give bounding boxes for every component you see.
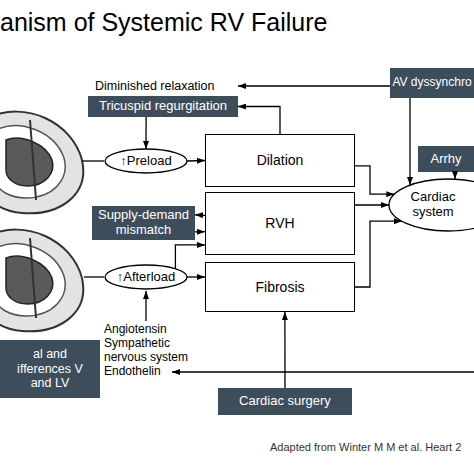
node-text: RVH — [265, 215, 294, 231]
connector-arrow — [187, 276, 205, 277]
process-box: Fibrosis — [205, 262, 355, 312]
source-caption: Adapted from Winter M M et al. Heart 2 — [270, 441, 461, 453]
connector-arrow — [195, 231, 205, 232]
node-text: Fibrosis — [255, 279, 304, 295]
node-text: AV dyssynchro — [392, 76, 471, 90]
heart-illustration — [0, 112, 83, 214]
node-text: Cardiac system — [398, 190, 468, 220]
node-text: ↑Preload — [120, 154, 171, 169]
connector-arrow — [238, 107, 280, 135]
node-text: Cardiac surgery — [239, 394, 331, 409]
leader-line — [84, 276, 104, 277]
connector-arrow — [355, 221, 402, 287]
connector-arrow — [145, 117, 146, 149]
arrow-note: Diminished relaxation — [95, 79, 235, 93]
factor-list: Angiotensin Sympathetic nervous system E… — [104, 322, 204, 378]
factor-box: Arrhy — [418, 146, 474, 172]
connector-arrow — [355, 204, 389, 205]
heart-illustration — [0, 230, 83, 332]
connector-arrow — [187, 160, 205, 162]
diagram-title: anism of Systemic RV Failure — [0, 8, 327, 37]
factor-box: Cardiac surgery — [218, 388, 352, 415]
leader-line — [82, 160, 104, 161]
process-box: Dilation — [205, 134, 355, 187]
node-text: Supply-demand mismatch — [92, 208, 195, 238]
factor-arrow — [145, 291, 146, 321]
ellipse-shape — [105, 149, 187, 173]
connector-arrow — [175, 245, 205, 269]
connector-arrow — [454, 172, 455, 179]
factor-box: Tricuspid regurgitation — [88, 96, 238, 117]
node-text: ↑Afterload — [117, 270, 176, 285]
node-text: Arrhy — [430, 152, 461, 167]
node-text: al and ifferences V and LV — [14, 347, 86, 390]
outcome-ellipse: Cardiac system — [388, 178, 474, 232]
load-ellipse: ↑Preload — [104, 148, 188, 174]
factor-box: Supply-demand mismatch — [92, 206, 195, 240]
factor-box: AV dyssynchro — [390, 68, 474, 98]
ellipse-shape — [389, 179, 474, 231]
load-ellipse: ↑Afterload — [104, 264, 188, 290]
ellipse-shape — [105, 265, 187, 289]
connector-arrow — [355, 166, 394, 194]
node-text: Tricuspid regurgitation — [99, 99, 227, 114]
connector-arrow — [284, 312, 285, 388]
feedback-arrow — [238, 85, 390, 86]
node-text: Dilation — [257, 152, 304, 168]
connector-arrow — [195, 214, 205, 216]
process-box: RVH — [205, 192, 355, 255]
connector-arrow — [409, 98, 410, 185]
factor-box: al and ifferences V and LV — [0, 340, 100, 398]
feedback-arrow — [172, 371, 474, 372]
